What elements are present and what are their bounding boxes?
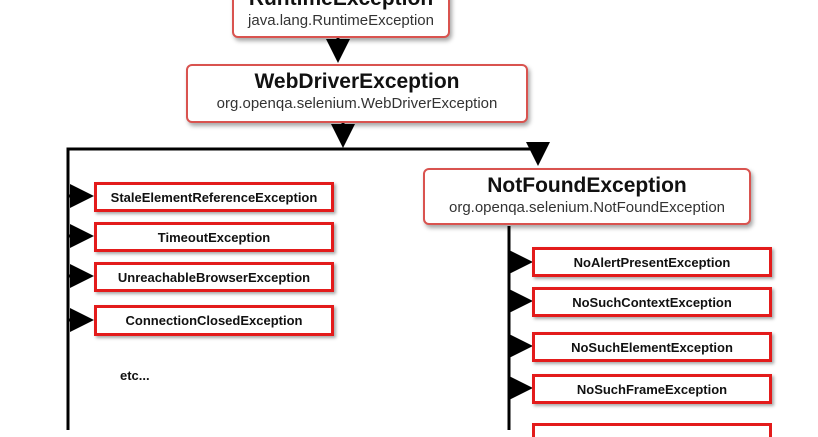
leaf-no-such-element: NoSuchElementException bbox=[532, 332, 772, 362]
leaf-no-alert-present: NoAlertPresentException bbox=[532, 247, 772, 277]
runtime-exception-node: RuntimeException java.lang.RuntimeExcept… bbox=[232, 0, 450, 38]
node-title: RuntimeException bbox=[234, 0, 448, 10]
leaf-no-such-frame: NoSuchFrameException bbox=[532, 374, 772, 404]
notfound-exception-node: NotFoundException org.openqa.selenium.No… bbox=[423, 168, 751, 225]
branch-bus bbox=[66, 142, 550, 430]
node-title: WebDriverException bbox=[254, 70, 460, 93]
leaf-timeout: TimeoutException bbox=[94, 222, 334, 252]
webdriver-exception-node: WebDriverException org.openqa.selenium.W… bbox=[186, 64, 528, 123]
leaf-no-such-context: NoSuchContextException bbox=[532, 287, 772, 317]
etc-label: etc... bbox=[120, 368, 150, 383]
node-title: NotFoundException bbox=[487, 174, 687, 197]
node-subtitle: org.openqa.selenium.WebDriverException bbox=[216, 95, 498, 112]
node-subtitle: java.lang.RuntimeException bbox=[248, 12, 434, 29]
leaf-stale-element-reference: StaleElementReferenceException bbox=[94, 182, 334, 212]
leaf-unreachable-browser: UnreachableBrowserException bbox=[94, 262, 334, 292]
node-subtitle: org.openqa.selenium.NotFoundException bbox=[448, 199, 725, 216]
leaf-partial-cut-off bbox=[532, 423, 772, 437]
leaf-connection-closed: ConnectionClosedException bbox=[94, 305, 334, 336]
